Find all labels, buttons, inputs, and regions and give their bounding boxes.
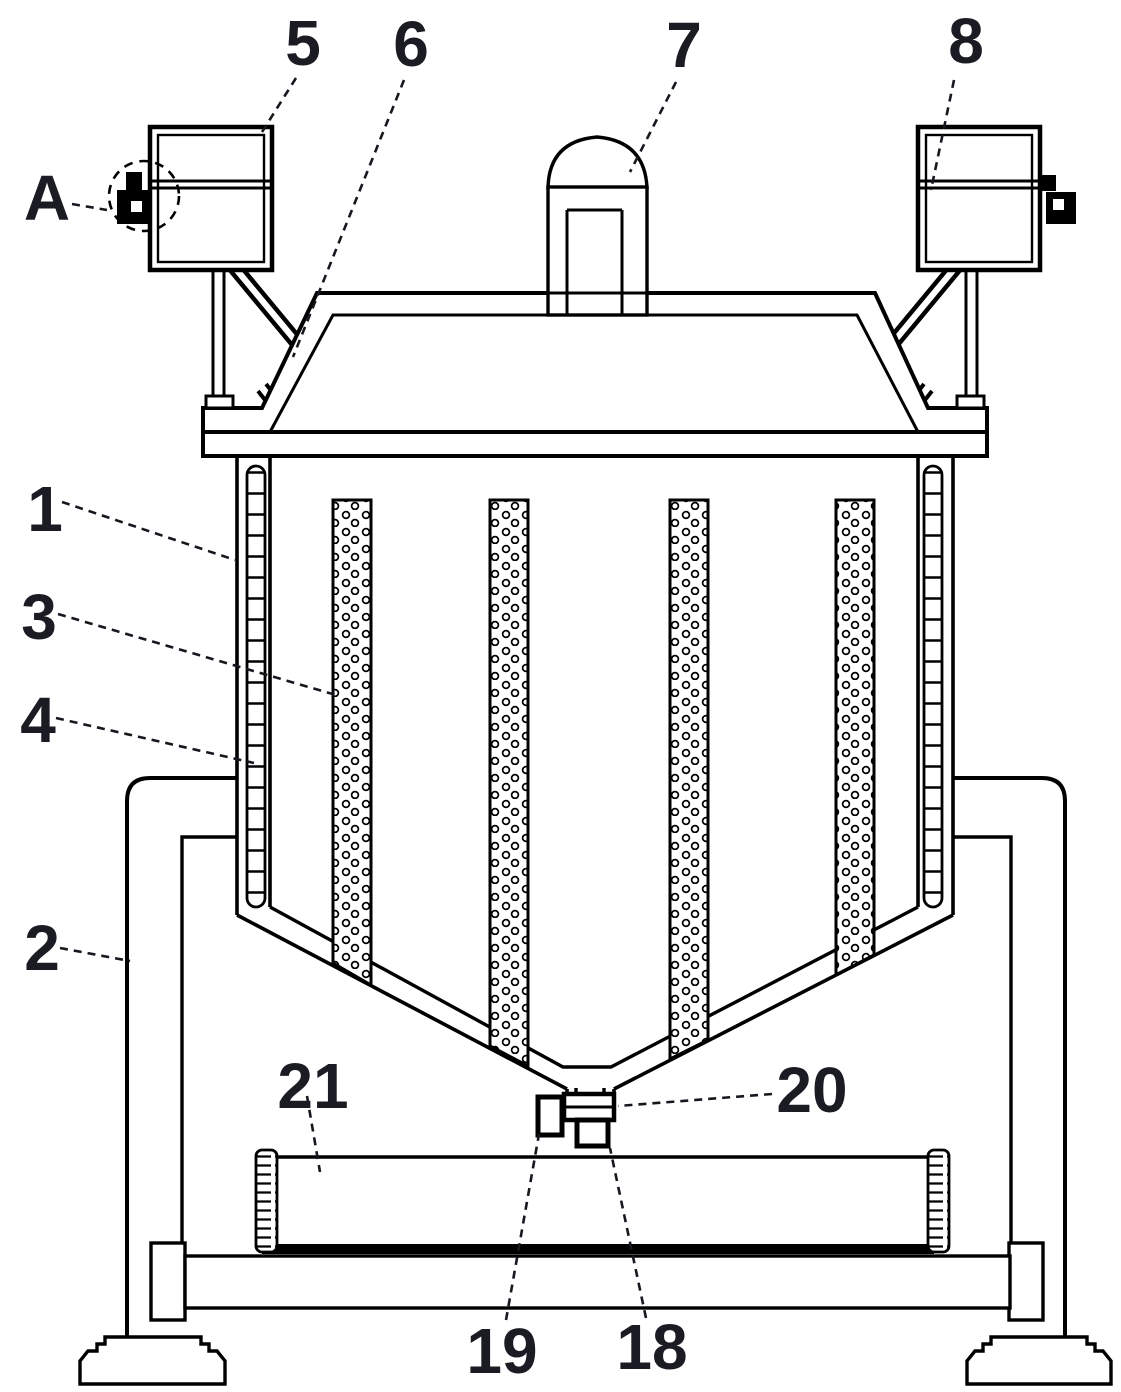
post-left-lines bbox=[211, 268, 226, 396]
heating-strip-left bbox=[245, 464, 267, 909]
post-left-pedestal bbox=[204, 394, 235, 410]
perforated-plate-4 bbox=[834, 498, 876, 978]
label-5: 5 bbox=[285, 7, 321, 79]
beam-bracket-left bbox=[149, 1241, 187, 1322]
perforated-plate-3 bbox=[668, 498, 710, 1062]
support-post-right bbox=[955, 268, 986, 410]
lock-box-left-inner bbox=[156, 133, 266, 264]
perforated-plate-1 bbox=[331, 498, 373, 988]
latch-right-tab bbox=[1042, 175, 1056, 191]
motor-dome bbox=[546, 135, 649, 190]
label-7: 7 bbox=[666, 9, 702, 81]
tray-rib-edge-left bbox=[254, 1148, 279, 1254]
perforated-plates bbox=[331, 498, 876, 1069]
frame-right-outer bbox=[953, 776, 1067, 1338]
mounting-flange bbox=[201, 430, 989, 458]
leader-2 bbox=[59, 946, 131, 963]
label-18: 18 bbox=[616, 1311, 687, 1383]
latch-left-tab bbox=[126, 172, 142, 190]
label-A: A bbox=[24, 162, 70, 234]
beam-bracket-right bbox=[1007, 1241, 1045, 1322]
leader-8 bbox=[929, 79, 956, 191]
support-post-left bbox=[204, 268, 235, 410]
label-1: 1 bbox=[27, 473, 63, 545]
label-4: 4 bbox=[20, 684, 56, 756]
detail-circle-A bbox=[107, 159, 181, 233]
tray-rib-edge-right bbox=[926, 1148, 951, 1254]
label-3: 3 bbox=[21, 581, 57, 653]
lock-box-right-divider bbox=[918, 179, 1040, 190]
post-right-pedestal bbox=[955, 394, 986, 410]
valve-handle bbox=[535, 1094, 565, 1138]
label-21: 21 bbox=[277, 1050, 348, 1122]
lock-box-right bbox=[915, 124, 1076, 273]
label-2: 2 bbox=[24, 912, 60, 984]
post-right-lines bbox=[964, 268, 979, 396]
discharge-valve bbox=[535, 1088, 617, 1149]
motor-body bbox=[546, 185, 649, 317]
heating-strip-right bbox=[922, 464, 944, 909]
leader-19 bbox=[504, 1133, 541, 1321]
label-6: 6 bbox=[393, 8, 429, 80]
leader-1 bbox=[61, 500, 236, 562]
leader-5 bbox=[260, 77, 298, 133]
valve-stem bbox=[574, 1117, 611, 1149]
foot-left bbox=[78, 1335, 227, 1386]
frame-left-inner bbox=[180, 835, 237, 1243]
lock-box-left-shell bbox=[147, 124, 275, 273]
leader-4 bbox=[55, 716, 255, 765]
latch-left-slot bbox=[131, 201, 142, 212]
leader-A bbox=[71, 202, 108, 212]
label-8: 8 bbox=[948, 5, 984, 77]
perforated-plate-2 bbox=[488, 498, 530, 1069]
foot-right bbox=[965, 1335, 1113, 1386]
leader-20 bbox=[617, 1092, 773, 1108]
base-beam bbox=[149, 1241, 1045, 1322]
collection-tray bbox=[254, 1148, 951, 1254]
lock-box-left-divider bbox=[150, 179, 272, 190]
lock-box-right-shell bbox=[915, 124, 1043, 273]
label-19: 19 bbox=[466, 1315, 537, 1387]
tray-bottom-plate bbox=[262, 1244, 934, 1254]
label-20: 20 bbox=[776, 1054, 847, 1126]
frame-right-inner bbox=[953, 835, 1013, 1243]
lock-box-right-inner bbox=[924, 133, 1034, 264]
hopper-inner-wall bbox=[269, 905, 919, 1069]
leader-7 bbox=[628, 81, 678, 173]
leader-6 bbox=[291, 79, 406, 358]
beam-body bbox=[183, 1254, 1012, 1310]
leader-18 bbox=[608, 1147, 648, 1319]
frame-left-outer bbox=[125, 776, 237, 1338]
lock-box-left bbox=[117, 124, 275, 273]
feed-motor bbox=[546, 135, 649, 317]
support-frame bbox=[125, 776, 1067, 1338]
motor-mount-notch bbox=[565, 208, 624, 315]
leader-3 bbox=[57, 612, 337, 697]
latch-right-slot bbox=[1053, 199, 1064, 210]
